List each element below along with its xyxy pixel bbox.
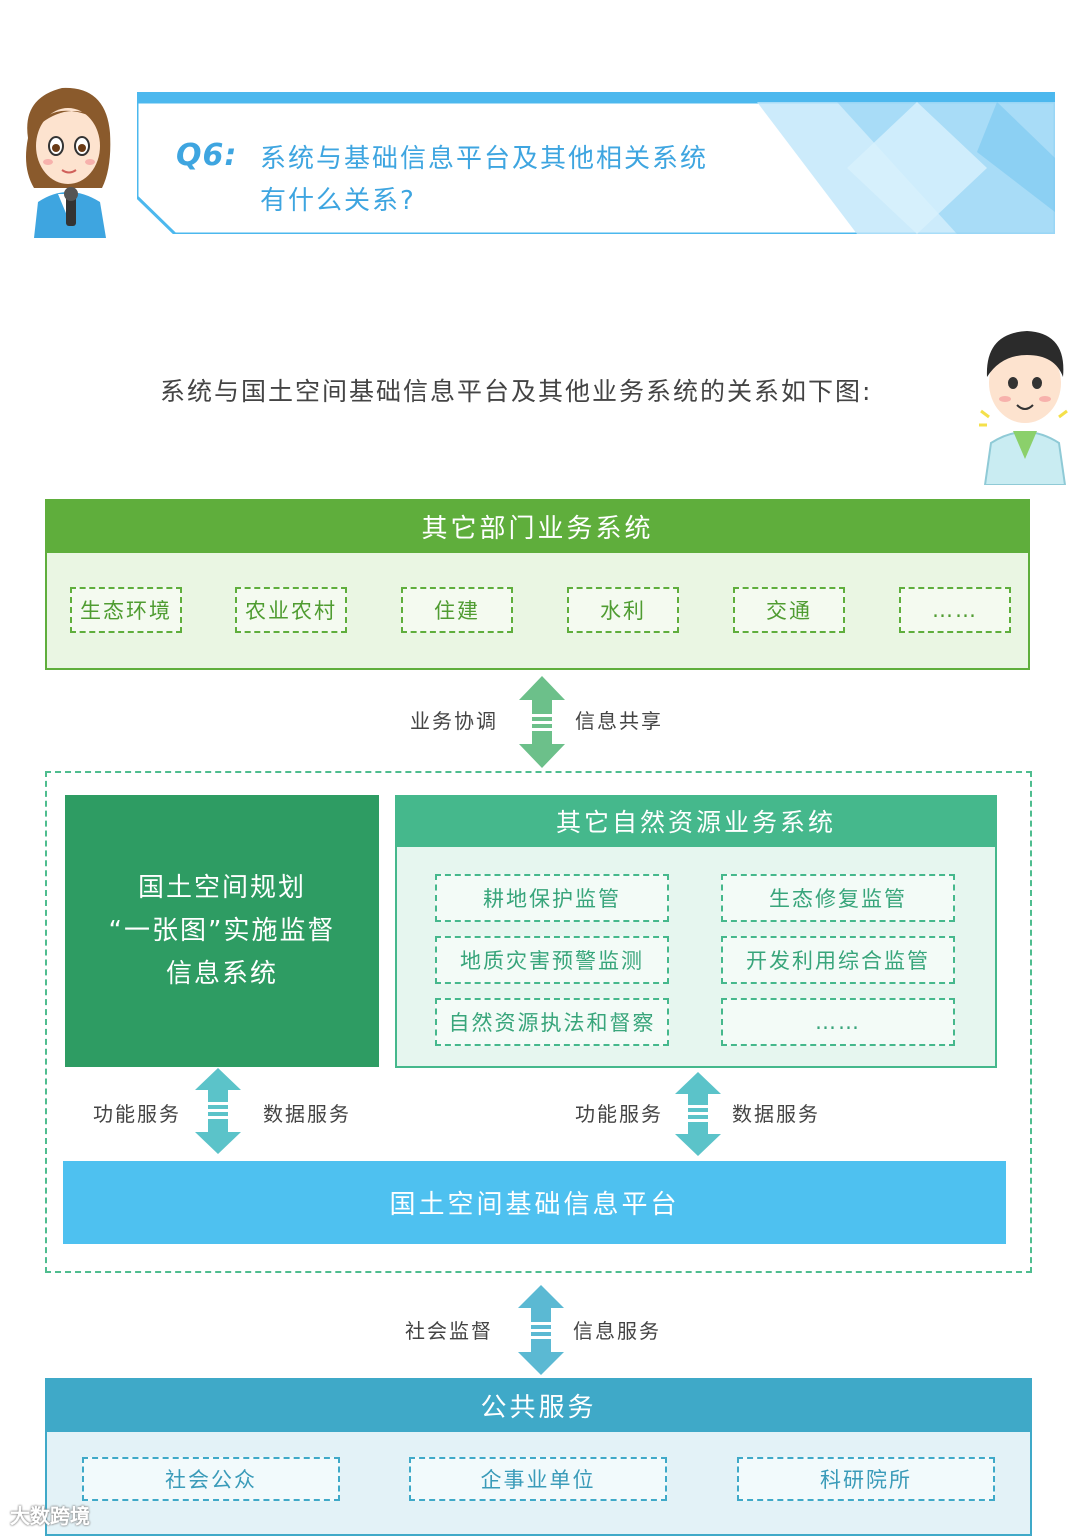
one-map-supervision-system: 国土空间规划 “一张图”实施监督 信息系统 — [65, 795, 379, 1067]
double-arrow-icon — [519, 676, 565, 768]
spatial-info-platform: 国土空间基础信息平台 — [63, 1161, 1006, 1244]
presenter-man-icon — [975, 325, 1075, 485]
arrow-label-info-service: 信息服务 — [573, 1315, 661, 1344]
nr-item-eco-restore: 生态修复监管 — [721, 874, 955, 922]
other-departments-title: 其它部门业务系统 — [45, 499, 1030, 553]
intro-text: 系统与国土空间基础信息平台及其他业务系统的关系如下图: — [160, 372, 872, 408]
dept-item-more: …… — [899, 587, 1011, 633]
one-map-line2: “一张图”实施监督 — [109, 910, 336, 953]
one-map-line1: 国土空间规划 — [138, 867, 306, 910]
one-map-line3: 信息系统 — [166, 953, 278, 996]
nr-item-geo-hazard: 地质灾害预警监测 — [435, 936, 669, 984]
double-arrow-icon — [675, 1072, 721, 1156]
dept-item-water: 水利 — [567, 587, 679, 633]
dept-item-housing: 住建 — [401, 587, 513, 633]
public-item-citizens: 社会公众 — [82, 1457, 340, 1501]
dept-item-transport: 交通 — [733, 587, 845, 633]
nr-item-development: 开发利用综合监管 — [721, 936, 955, 984]
arrow-label-data-service: 数据服务 — [263, 1098, 351, 1127]
dept-item-ecology: 生态环境 — [70, 587, 182, 633]
dept-item-agriculture: 农业农村 — [235, 587, 347, 633]
nr-item-farmland: 耕地保护监管 — [435, 874, 669, 922]
double-arrow-icon — [518, 1285, 564, 1375]
presenter-woman-icon — [14, 78, 119, 238]
nr-item-enforcement: 自然资源执法和督察 — [435, 998, 669, 1046]
double-arrow-icon — [195, 1068, 241, 1154]
arrow-label-function-service: 功能服务 — [575, 1098, 663, 1127]
watermark-text: 大数跨境 — [10, 1500, 90, 1529]
arrow-label-function-service: 功能服务 — [93, 1098, 181, 1127]
arrow-label-social-supervision: 社会监督 — [405, 1315, 493, 1344]
natural-resources-title: 其它自然资源业务系统 — [395, 795, 997, 847]
public-item-enterprises: 企事业单位 — [409, 1457, 667, 1501]
question-number: Q6: — [176, 138, 237, 173]
public-item-research: 科研院所 — [737, 1457, 995, 1501]
question-text-line1: 系统与基础信息平台及其他相关系统 — [260, 138, 708, 175]
arrow-label-data-service: 数据服务 — [732, 1098, 820, 1127]
arrow-label-info-sharing: 信息共享 — [575, 705, 663, 734]
question-text-line2: 有什么关系? — [260, 180, 416, 217]
arrow-label-business-coordination: 业务协调 — [410, 705, 498, 734]
nr-item-more: …… — [721, 998, 955, 1046]
public-service-title: 公共服务 — [45, 1378, 1032, 1432]
